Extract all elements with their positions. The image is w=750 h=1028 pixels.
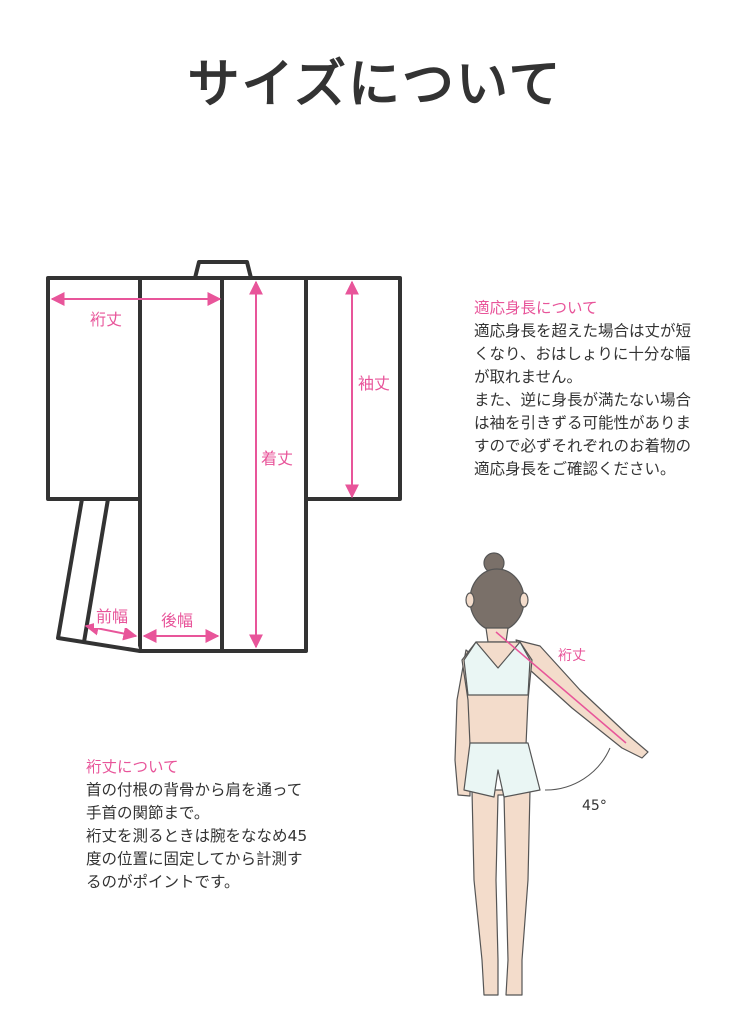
tekiou-heading: 適応身長について: [474, 299, 598, 317]
angle-label: 45°: [582, 798, 607, 814]
label-maehaba: 前幅: [96, 607, 128, 626]
label-yuki: 裄丈: [90, 310, 122, 329]
legs: [471, 789, 531, 996]
tekiou-line: 適応身長をご確認ください。: [474, 460, 676, 478]
label-kitake: 着丈: [261, 449, 293, 468]
tekiou-line: くなり、おはしょりに十分な幅: [474, 345, 691, 363]
raised-arm: [515, 639, 649, 759]
yuki-line: 手首の関節まで。: [86, 804, 210, 822]
tekiou-line: は袖を引きずる可能性がありま: [474, 414, 692, 432]
yuki-heading: 裄丈について: [86, 758, 179, 776]
page-title: サイズについて: [187, 55, 563, 115]
label-sode: 袖丈: [358, 374, 390, 393]
tekiou-line: 適応身長を超えた場合は丈が短: [474, 322, 692, 340]
bra-top: [463, 641, 531, 696]
kimono-diagram: 裄丈 袖丈 着丈 前幅 後幅: [46, 260, 402, 653]
yuki-line: 度の位置に固定してから計測す: [86, 850, 303, 868]
shorts: [463, 742, 541, 798]
figure-yuki-label: 裄丈: [558, 648, 586, 664]
label-ushirohaba: 後幅: [161, 611, 193, 630]
tekiou-line: すので必ずそれぞれのお着物の: [474, 437, 692, 455]
yuki-line: 裄丈を測るときは腕をななめ45: [86, 827, 308, 845]
tekiou-line: また、逆に身長が満たない場合: [474, 391, 692, 409]
yuki-line: るのがポイントです。: [86, 873, 240, 891]
woman-figure: 裄丈 45°: [454, 552, 649, 996]
collar-shape: [193, 260, 253, 279]
yuki-line: 首の付根の背骨から肩を通って: [86, 781, 303, 799]
head: [469, 568, 525, 632]
tekiou-line: が取れません。: [474, 368, 583, 386]
yuki-measure-line: [495, 631, 627, 744]
tekiou-info: 適応身長について 適応身長を超えた場合は丈が短 くなり、おはしょりに十分な幅 が…: [474, 297, 691, 481]
yuki-info: 裄丈について 首の付根の背骨から肩を通って 手首の関節まで。 裄丈を測るときは腕…: [86, 756, 307, 894]
angle-arc: [544, 747, 611, 791]
